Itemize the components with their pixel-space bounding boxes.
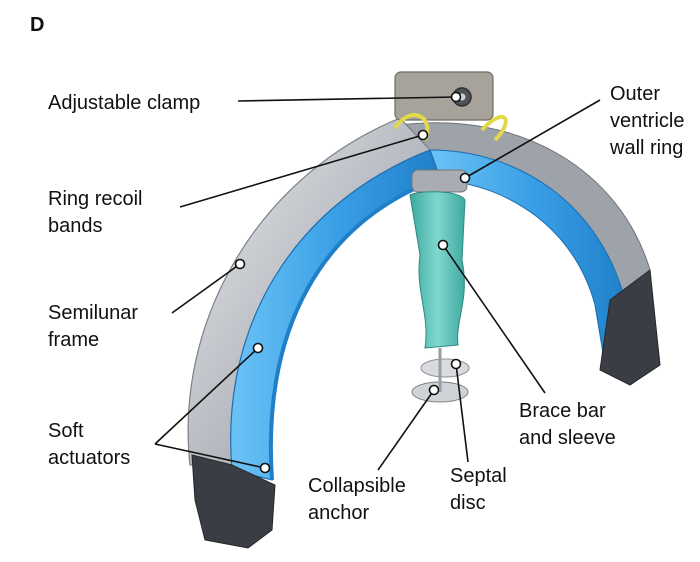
leader-lines xyxy=(154,96,601,471)
leader-outer-ring xyxy=(464,99,601,179)
label-septal-line2: disc xyxy=(450,492,486,514)
label-septal-line1: Septal xyxy=(450,465,507,487)
ring-recoil-band-right xyxy=(480,115,508,142)
leader-anchor xyxy=(377,389,435,471)
label-anchor-line2: anchor xyxy=(308,502,370,524)
end-pad-right xyxy=(599,269,661,386)
leader-dots xyxy=(234,91,471,474)
label-brace-line1: Brace bar xyxy=(519,400,606,422)
clamp-block xyxy=(394,71,494,121)
label-outer-ring-line1: Outer xyxy=(610,83,661,105)
label-recoil-line1: Ring recoil xyxy=(48,188,143,210)
leader-clamp xyxy=(237,96,457,102)
end-pad-left xyxy=(191,454,276,549)
label-anchor-line1: Collapsible xyxy=(308,475,406,497)
label-brace-line2: and sleeve xyxy=(519,427,616,449)
panel-letter: D xyxy=(30,14,45,36)
label-outer-ring-line3: wall ring xyxy=(610,137,684,159)
septal-disc-shape xyxy=(420,358,470,378)
leader-actuators-b xyxy=(154,443,266,469)
label-recoil-line2: bands xyxy=(48,215,103,237)
inner-ring-edge xyxy=(268,176,441,481)
leader-actuators-a xyxy=(154,347,259,445)
label-actuators-line1: Soft xyxy=(48,420,84,442)
label-outer-ring-line2: ventricle xyxy=(610,110,685,132)
brace-mount xyxy=(411,169,468,193)
leader-brace xyxy=(442,244,546,394)
label-frame-line1: Semilunar xyxy=(48,302,139,324)
leader-septal xyxy=(455,363,469,463)
leader-frame xyxy=(171,263,241,314)
leader-recoil xyxy=(179,134,424,208)
label-actuators-line2: actuators xyxy=(48,447,131,469)
label-frame-line2: frame xyxy=(48,329,100,351)
label-adjustable-clamp: Adjustable clamp xyxy=(48,92,201,114)
brace-bar-sleeve xyxy=(409,191,466,349)
